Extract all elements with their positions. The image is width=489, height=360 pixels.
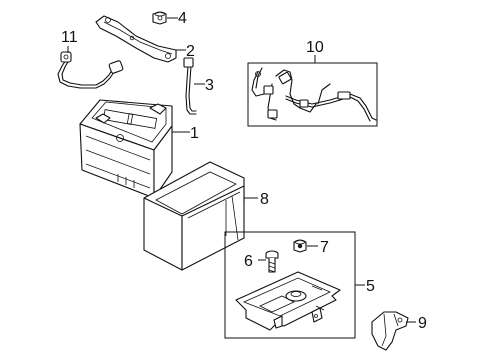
part-1-battery [79,99,173,199]
part-6-bolt [265,250,279,273]
part-10-wiring-harness [251,67,377,122]
part-10-group-box [247,62,378,127]
part-8-battery-tray [143,161,245,271]
part-11-battery-cable [57,51,124,89]
callout-10: 10 [306,39,324,56]
callout-3: 3 [205,77,214,94]
callout-2: 2 [186,43,195,60]
callout-5: 5 [366,278,375,295]
callout-11: 11 [61,29,78,46]
callout-9: 9 [418,315,427,332]
part-5-battery-support [235,271,341,331]
callout-7: 7 [320,239,329,256]
callout-8: 8 [260,191,269,208]
part-4-nut [152,11,167,25]
callout-6: 6 [244,253,253,270]
part-9-shield [371,311,409,351]
callout-1: 1 [190,125,199,142]
part-3-j-bolt [183,57,197,115]
part-7-nut [293,239,307,253]
part-2-hold-down-bracket [95,15,177,63]
callout-4: 4 [178,10,187,27]
